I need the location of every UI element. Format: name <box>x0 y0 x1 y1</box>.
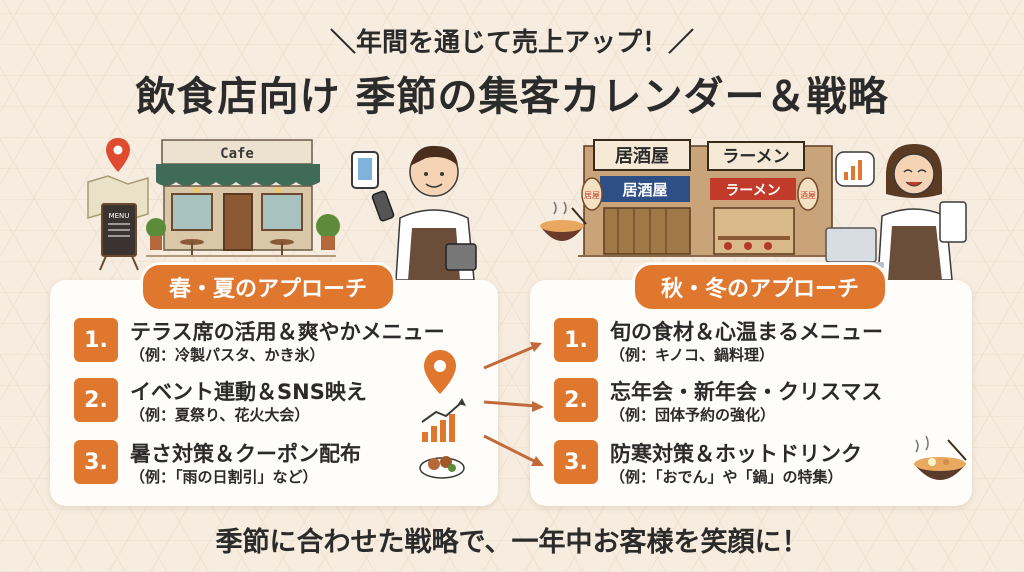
item-number: 3. <box>74 440 118 484</box>
growth-chart-bubble <box>835 151 875 187</box>
izakaya-noren: 居酒屋 <box>622 181 667 199</box>
item-title: 防寒対策＆ホットドリンク <box>610 442 862 466</box>
izakaya-illustration: 居酒屋 ラーメン 居酒屋 ラーメン 居屋 酒屋 <box>540 139 967 280</box>
item-title: テラス席の活用＆爽やかメニュー <box>130 320 445 344</box>
spring-summer-tab: 春・夏のアプローチ <box>140 262 397 312</box>
item-title: イベント連動＆SNS映え <box>130 380 367 404</box>
middle-icons <box>419 342 544 479</box>
item-example: （例：キノコ、鍋料理） <box>610 346 774 364</box>
ramen-bowl-icon <box>914 435 967 480</box>
page-subtitle: ＼年間を通じて売上アップ！／ <box>329 28 694 58</box>
footer-message: 季節に合わせた戦略で、一年中お客様を笑顔に！ <box>215 527 809 558</box>
ramen-noren: ラーメン <box>725 183 780 199</box>
server-figure <box>818 144 967 280</box>
item-number: 1. <box>74 318 118 362</box>
item-example: （例：団体予約の強化） <box>610 406 776 424</box>
item-title: 暑さ対策＆クーポン配布 <box>130 442 361 466</box>
laptop-icon <box>825 227 877 263</box>
cafe-sign: Cafe <box>220 146 254 162</box>
item-number: 1. <box>554 318 598 362</box>
menu-board-label: MENU <box>109 212 130 220</box>
page-title: 飲食店向け 季節の集客カレンダー＆戦略 <box>135 74 889 120</box>
cafe-building: Cafe <box>146 139 340 257</box>
lantern-left <box>581 177 603 211</box>
arrow-icon <box>483 342 544 466</box>
menu-board: MENU <box>99 203 139 271</box>
item-title: 旬の食材＆心温まるメニュー <box>610 320 883 344</box>
item-number: 2. <box>74 378 118 422</box>
map-pin-icon <box>424 350 456 394</box>
waiter-figure <box>351 145 477 280</box>
item-example: （例：夏祭り、花火大会） <box>130 406 310 424</box>
cafe-illustration: MENU Cafe <box>87 138 477 280</box>
item-example: （例：「雨の日割引」など） <box>130 468 318 486</box>
food-plate-icon <box>419 456 465 479</box>
svg-text:居屋: 居屋 <box>584 191 600 200</box>
lantern-right <box>797 177 819 211</box>
item-number: 3. <box>554 440 598 484</box>
growth-chart-icon <box>421 398 466 442</box>
item-example: （例：「おでん」や「鍋」の特集） <box>610 468 843 486</box>
autumn-winter-tab: 秋・冬のアプローチ <box>632 262 889 312</box>
svg-text:酒屋: 酒屋 <box>800 191 816 200</box>
ramen-sign: ラーメン <box>722 147 789 167</box>
item-number: 2. <box>554 378 598 422</box>
item-title: 忘年会・新年会・クリスマス <box>610 380 883 404</box>
izakaya-building: 居酒屋 ラーメン 居酒屋 ラーメン 居屋 酒屋 <box>578 139 838 257</box>
izakaya-sign: 居酒屋 <box>615 145 669 167</box>
ramen-bowl-icon <box>540 201 587 241</box>
item-example: （例：冷製パスタ、かき氷） <box>130 346 325 364</box>
autumn-winter-panel <box>530 280 972 506</box>
